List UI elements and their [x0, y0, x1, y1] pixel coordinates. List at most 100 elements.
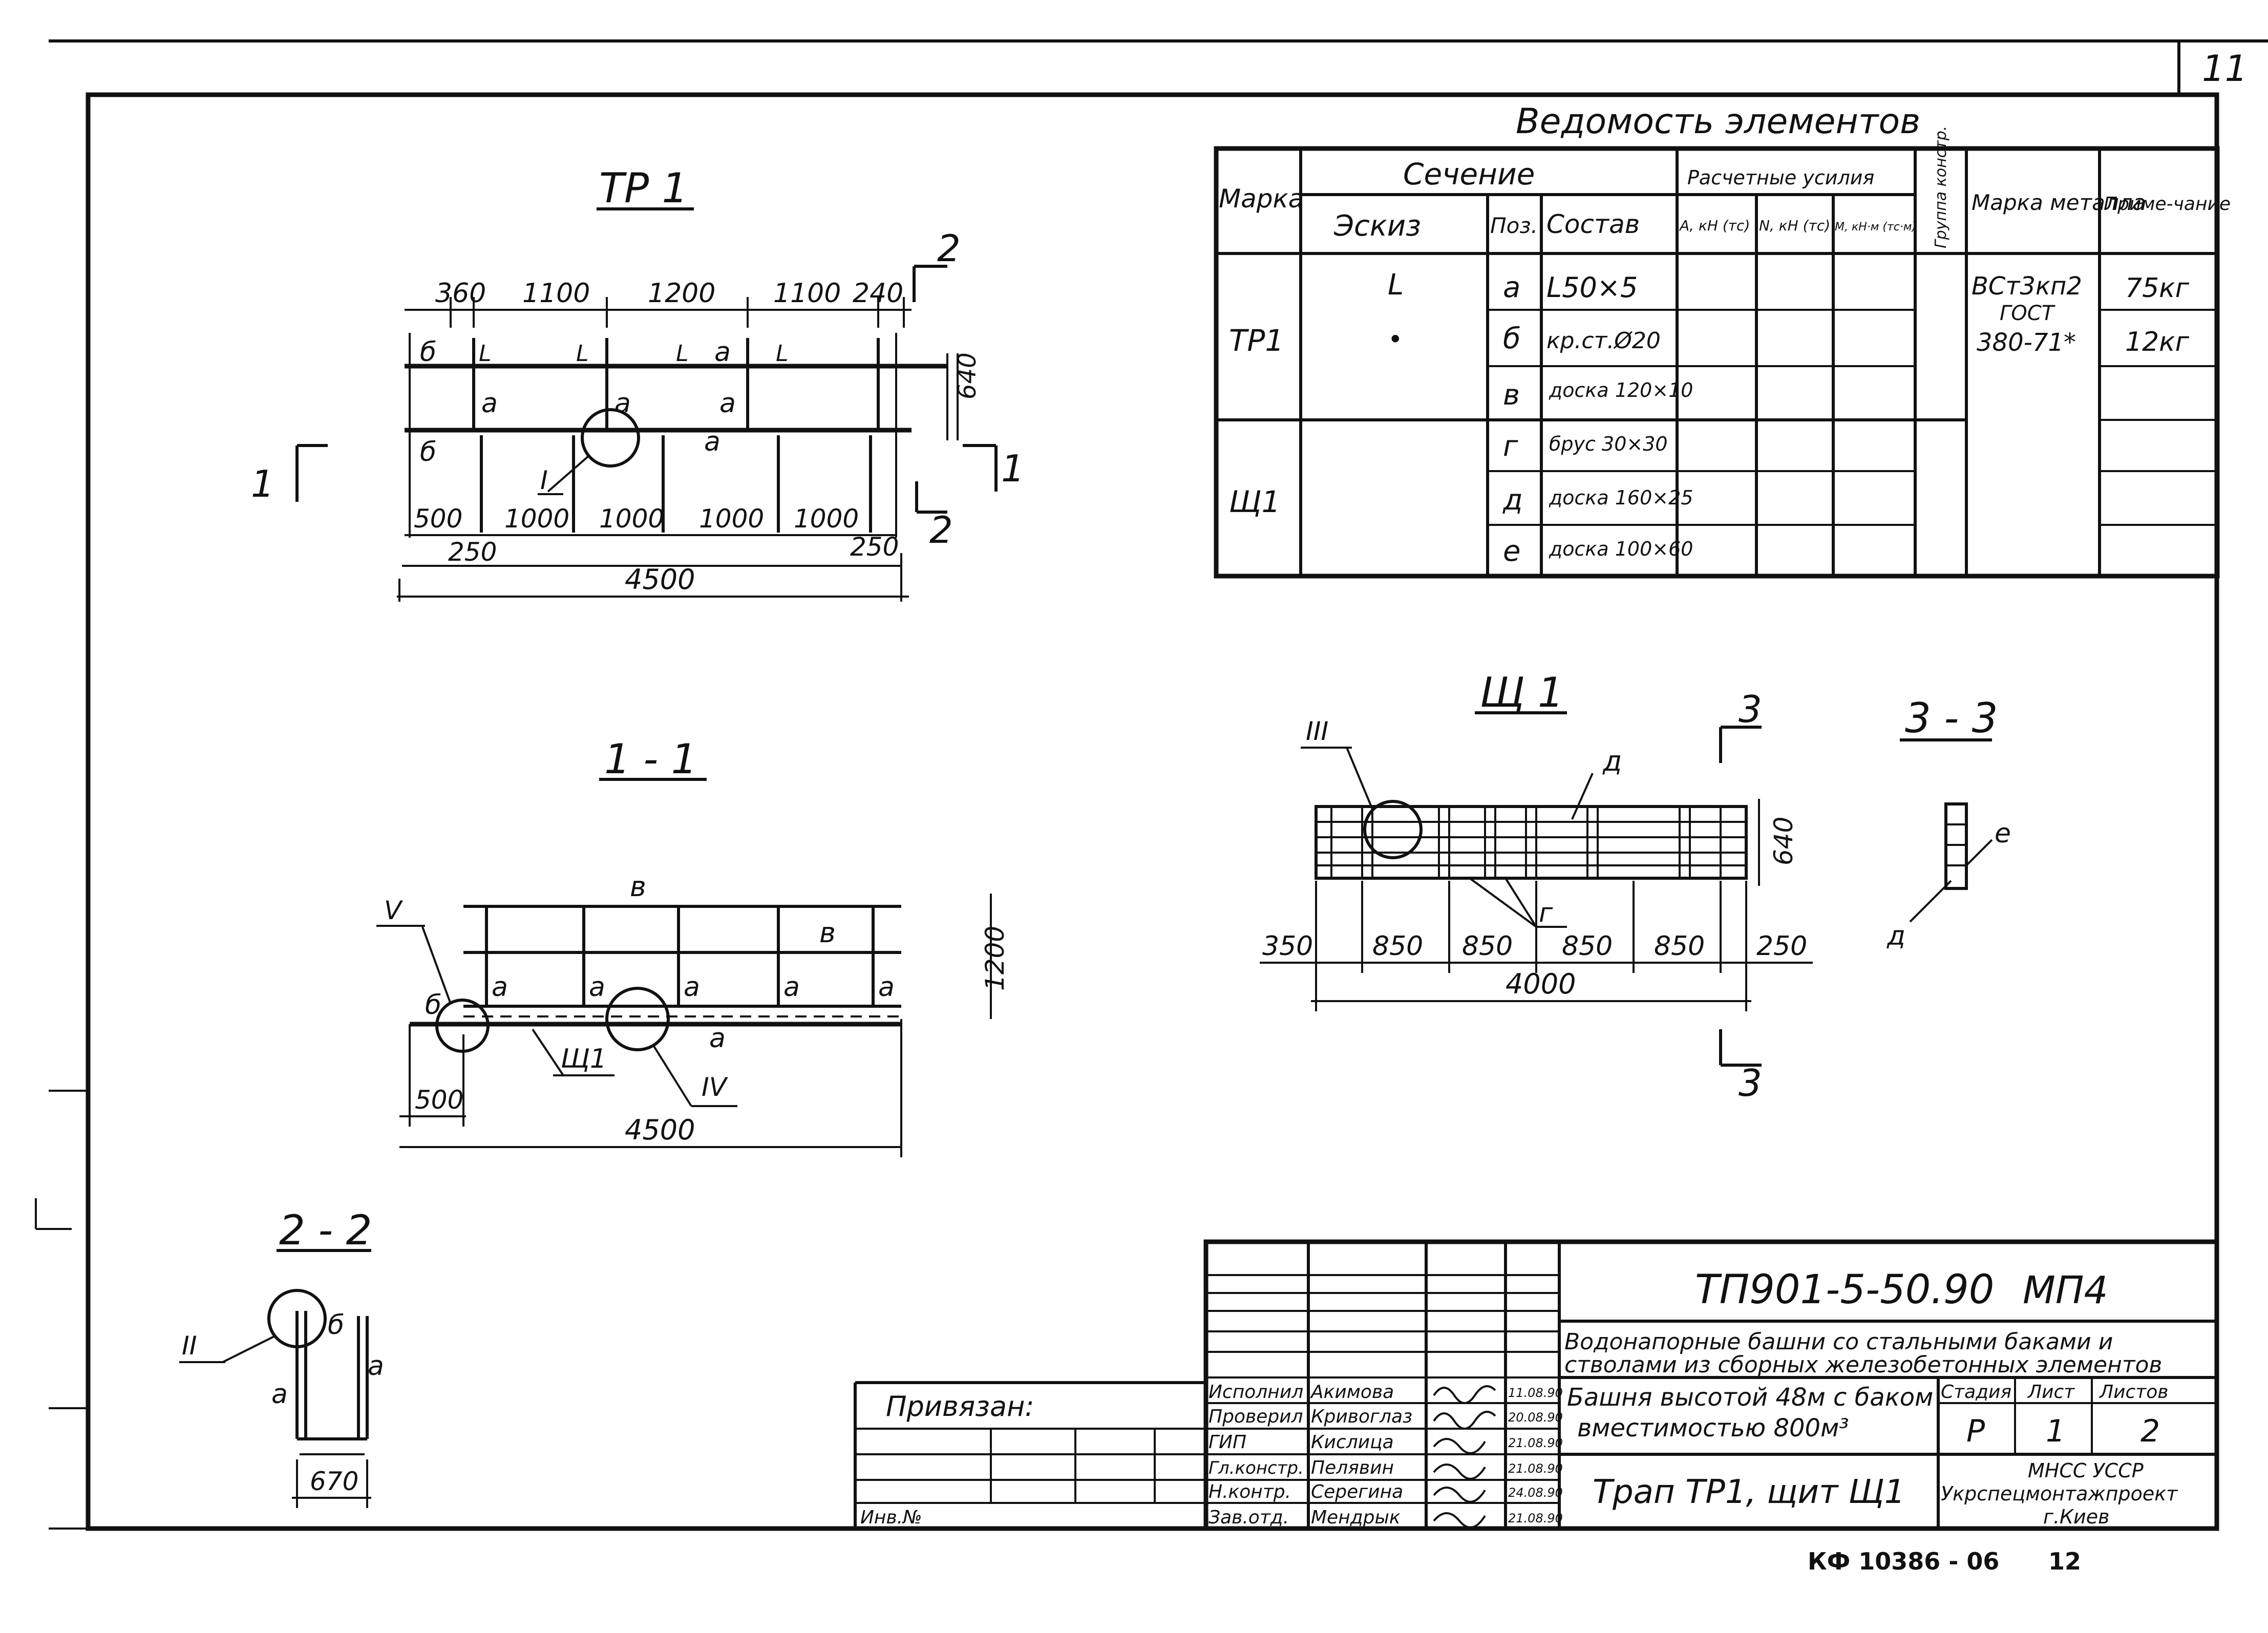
section-1-1-posts [485, 906, 875, 1006]
tp1-rungs [472, 338, 880, 533]
section-1-1-dim-left: 500 [415, 1085, 463, 1115]
sig-role-3: ГИП [1209, 1432, 1246, 1453]
sig-date-4: 21.08.90 [1508, 1461, 1563, 1476]
section-3-3-label-d: д [1887, 921, 1905, 951]
shch1-dim-height: 640 [1769, 817, 1798, 865]
tp1-dim-total: 4500 [625, 563, 695, 596]
sheets-label: Листов [2099, 1382, 2168, 1403]
row-d-sostav: доска 160×25 [1549, 486, 1693, 509]
org-line-1: МНСС УССР [2028, 1459, 2144, 1482]
shch1-dim-3: 850 [1462, 931, 1513, 962]
section-1-1-label-a-2: а [589, 972, 605, 1003]
tp1-cut-1-left: 1 [251, 462, 274, 505]
metal-line-1: ВСт3кп2 [1972, 272, 2082, 301]
col-header-eskiz: Эскиз [1333, 209, 1421, 243]
col-header-sostav: Состав [1546, 209, 1640, 239]
tp1-title: ТР 1 [599, 164, 688, 212]
sheets-value: 2 [2140, 1413, 2160, 1449]
inv-label: Инв.№ [860, 1507, 922, 1528]
project-part: МП4 [2023, 1268, 2108, 1312]
col-header-group: Группа констр. [1932, 126, 1950, 248]
section-1-1: 1 - 1 в в а а а а а а б V IV [376, 735, 1010, 1157]
sheet-title: Трап ТР1, щит Щ1 [1593, 1473, 1905, 1511]
sig-name-3: Кислица [1311, 1432, 1394, 1453]
element-table: Ведомость элементов Марка Сечение Эскиз … [1214, 101, 2231, 579]
tp1-label-b-bottom: б [420, 437, 436, 468]
row-b-note: 12кг [2125, 327, 2190, 357]
title-block-left-rows [1206, 1274, 1559, 1504]
section-1-1-label-a-3: а [684, 972, 700, 1003]
tp1-label-a-4: а [714, 337, 731, 368]
sig-date-5: 24.08.90 [1508, 1486, 1563, 1500]
section-1-1-dim-height: 1200 [980, 926, 1010, 991]
sheet-corner-number: 11 [2202, 48, 2248, 90]
shch1-dim-4: 850 [1562, 931, 1613, 962]
org-line-3: г.Киев [2043, 1505, 2110, 1528]
section-1-1-callout-label-V: V [384, 896, 404, 925]
footer-number: 12 [2048, 1547, 2081, 1575]
section-2-2-label-a-1: а [368, 1351, 384, 1382]
section-2-2: 2 - 2 II б а а 670 [179, 1206, 384, 1508]
col-header-metal: Марка металла [1972, 190, 2146, 215]
section-1-1-label-a-6: а [709, 1023, 726, 1054]
row-v-sostav: доска 120×10 [1549, 379, 1693, 401]
tp1-angle-mark-1: L [479, 341, 492, 367]
row-g-poz: г [1503, 430, 1518, 463]
sig-date-3: 21.08.90 [1508, 1436, 1563, 1450]
tp1-plan-view: ТР 1 360 1100 1200 1100 240 [251, 164, 1025, 602]
tp1-dim-top-5: 240 [853, 278, 903, 309]
shch1-battens [1330, 807, 1722, 878]
col-header-m-kn: М, кН·м (тс·м) [1835, 221, 1916, 234]
row-a-sostav: L50×5 [1546, 271, 1638, 304]
stage-label: Стадия [1941, 1382, 2011, 1403]
metal-line-2: ГОСТ [2000, 302, 2056, 325]
sig-date-6: 21.08.90 [1508, 1511, 1563, 1525]
col-header-poz: Поз. [1490, 213, 1538, 238]
section-1-1-label-a-4: а [783, 972, 800, 1003]
sheet-value: 1 [2046, 1413, 2065, 1449]
tp1-dim-top-3: 1200 [648, 278, 715, 309]
shch1-title: Щ 1 [1480, 669, 1564, 716]
shch1-view: Щ 1 III д [1260, 669, 1813, 1105]
tp1-cut-1-right: 1 [1001, 447, 1025, 490]
section-1-1-label-shch1: Щ1 [561, 1044, 607, 1074]
section-1-1-title: 1 - 1 [604, 735, 697, 783]
section-2-2-label-b: б [328, 1310, 344, 1341]
row-a-poz: а [1503, 271, 1520, 304]
section-2-2-label-a-2: а [271, 1379, 288, 1410]
sig-role-5: Н.контр. [1209, 1481, 1291, 1502]
shch1-dim-6: 250 [1756, 931, 1807, 962]
sig-name-5: Серегина [1311, 1481, 1403, 1502]
section-1-1-callout-circle-IV [605, 987, 670, 1051]
tp1-dim-top-1: 360 [435, 278, 486, 309]
shch1-dim-1: 350 [1262, 931, 1313, 962]
tp1-callout-circle-I [581, 408, 640, 468]
element-table-title: Ведомость элементов [1516, 101, 1920, 142]
row-g-sostav: брус 30×30 [1549, 433, 1668, 455]
sig-name-1: Акимова [1310, 1382, 1394, 1403]
sheet-label: Лист [2027, 1382, 2075, 1403]
sig-name-6: Мендрык [1311, 1507, 1401, 1528]
signature-scribbles [1433, 1385, 1496, 1529]
row-a-eskiz: L [1388, 268, 1404, 302]
tp1-dim-bottom-2: 1000 [504, 504, 569, 534]
shch1-label-d: д [1602, 745, 1622, 777]
shch1-dim-total: 4000 [1506, 968, 1576, 1000]
shch1-callout-label-III: III [1306, 716, 1328, 746]
row-tp1-marka: ТР1 [1229, 323, 1284, 358]
tp1-cut-2-top: 2 [937, 227, 961, 270]
shch1-callout-circle-III [1363, 800, 1423, 859]
metal-line-3: 380-71* [1977, 328, 2076, 357]
sig-name-2: Кривоглаз [1311, 1406, 1412, 1427]
row-b-poz: б [1503, 322, 1521, 355]
description-line-1: Водонапорные башни со стальными баками и [1564, 1329, 2113, 1355]
section-3-3: 3 - 3 е д [1887, 694, 2011, 951]
row-v-poz: в [1503, 378, 1520, 412]
tp1-angle-mark-2: L [576, 341, 589, 367]
row-e-sostav: доска 100×60 [1549, 538, 1693, 560]
section-1-1-label-v-2: в [819, 917, 836, 949]
row-b-eskiz: • [1388, 325, 1403, 354]
footer-code: КФ 10386 - 06 [1808, 1547, 1999, 1575]
tp1-top-dim-ticks [450, 297, 905, 328]
